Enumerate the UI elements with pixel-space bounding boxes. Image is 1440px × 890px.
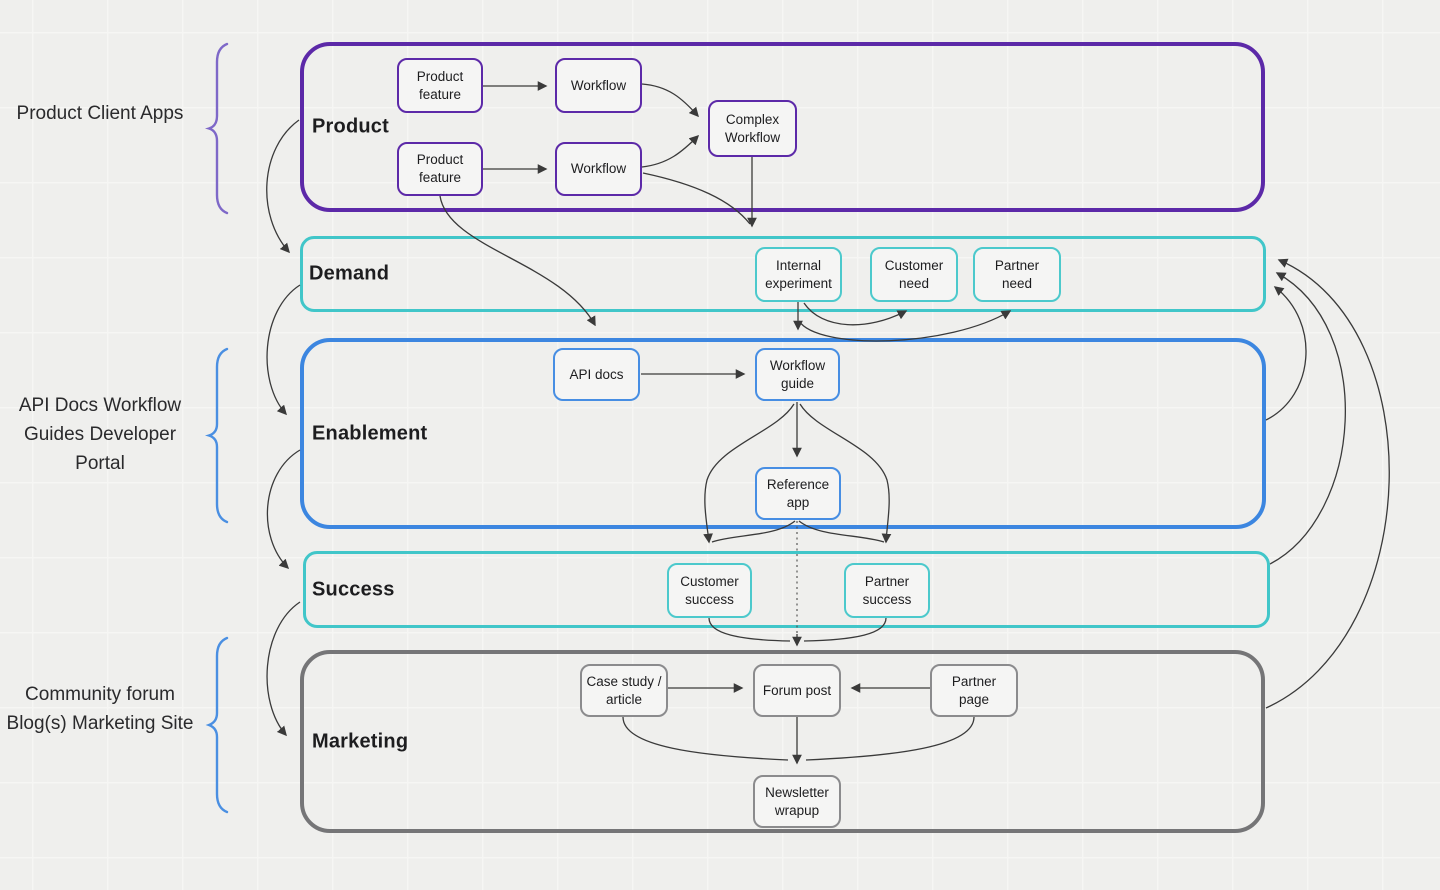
node-workflow-1: Workflow	[555, 58, 642, 113]
edge-case-study-newsletter	[622, 716, 789, 761]
node-label: article	[605, 691, 642, 707]
node-internal-experiment: Internal experiment	[755, 247, 842, 302]
node-label: feature	[418, 170, 462, 185]
node-partner-success: Partner success	[844, 563, 930, 618]
side-label-line: Developer Portal	[75, 424, 177, 474]
node-label: Internal	[775, 257, 822, 273]
node-label: Workflow	[570, 161, 627, 177]
node-label: Workflow	[570, 77, 627, 93]
side-label-line: API Docs	[18, 395, 99, 416]
node-label: Workflow	[769, 357, 826, 373]
node-label: Partner	[951, 673, 997, 689]
container-marketing-title: Marketing	[312, 730, 409, 752]
node-label: feature	[418, 86, 462, 102]
node-label: Complex	[725, 111, 780, 127]
node-label: need	[1001, 275, 1033, 291]
node-workflow-2: Workflow	[555, 142, 642, 196]
node-label: Partner	[864, 573, 910, 589]
edge-workflow2-complex-workflow	[641, 134, 700, 168]
node-label: app	[786, 494, 810, 510]
edge-to-partner-need	[798, 310, 1012, 342]
container-success: Success	[303, 551, 1270, 628]
container-success-title: Success	[312, 578, 395, 600]
edge-workflow1-complex-workflow	[641, 83, 699, 118]
node-label: Case study /	[586, 673, 662, 689]
side-label-line: Product	[16, 103, 83, 124]
edge-success-to-demand-right	[1269, 272, 1346, 565]
node-label: Reference	[766, 476, 830, 492]
edge-reference-app-partner-success	[798, 520, 885, 543]
node-customer-need: Customer need	[870, 247, 958, 302]
container-product-title: Product	[312, 115, 389, 138]
edge-enablement-to-success-left	[266, 449, 301, 570]
side-label-line: Workflow Guides	[23, 395, 182, 445]
edge-partner-success-merge	[803, 617, 887, 642]
node-label: success	[862, 591, 912, 607]
node-forum-post: Forum post	[753, 664, 841, 717]
edge-product-feature2-api-docs	[439, 195, 596, 327]
node-label: Forum post	[762, 682, 832, 698]
container-product: Product	[300, 42, 1265, 212]
node-label: experiment	[765, 275, 832, 291]
node-partner-need: Partner need	[973, 247, 1061, 302]
flow-arrows	[266, 81, 1390, 765]
node-label: Product	[416, 152, 464, 168]
side-label-community-marketing: Community forum Blog(s) Marketing Site	[0, 680, 200, 738]
node-complex-workflow: Complex Workflow	[708, 100, 797, 157]
node-product-feature-1: Product feature	[397, 58, 483, 113]
node-label: Newsletter	[765, 784, 829, 800]
container-enablement: Enablement	[300, 338, 1266, 529]
side-label-api-docs-portal: API Docs Workflow Guides Developer Porta…	[0, 391, 200, 478]
brace-community-marketing	[205, 636, 229, 814]
node-partner-page: Partner page	[930, 664, 1018, 717]
node-workflow-guide: Workflow guide	[755, 348, 840, 401]
node-newsletter-wrapup: Newsletter wrapup	[753, 775, 841, 828]
container-demand-title: Demand	[309, 262, 390, 285]
brace-api-docs-portal	[204, 347, 229, 524]
container-enablement-title: Enablement	[312, 422, 428, 444]
edge-success-to-marketing-left	[266, 601, 301, 737]
container-demand: Demand	[300, 236, 1266, 312]
edge-workflow-guide-customer-success	[703, 403, 795, 544]
node-label: need	[898, 275, 930, 291]
edge-customer-success-merge	[708, 617, 791, 642]
node-label: API docs	[569, 366, 624, 382]
node-product-feature-2: Product feature	[397, 142, 483, 196]
node-label: wrapup	[774, 802, 820, 818]
edge-partner-page-newsletter	[805, 716, 975, 761]
edge-reference-app-customer-success	[711, 520, 796, 543]
edge-workflow2-demand	[642, 172, 751, 225]
side-label-line: Blog(s)	[6, 713, 67, 734]
node-label: Customer	[680, 573, 739, 589]
node-reference-app: Reference app	[755, 467, 841, 520]
node-label: Customer	[884, 257, 944, 273]
brace-product-client-apps	[204, 42, 229, 215]
edge-product-to-demand-left	[266, 119, 300, 254]
edge-to-customer-need	[803, 302, 908, 326]
node-customer-success: Customer success	[667, 563, 752, 618]
node-label: success	[685, 591, 734, 607]
container-marketing: Marketing	[300, 650, 1265, 833]
side-label-line: Community forum	[25, 684, 175, 705]
node-label: Product	[416, 68, 464, 84]
edge-marketing-to-demand-right	[1265, 258, 1390, 709]
edge-workflow-guide-partner-success	[799, 403, 892, 544]
edge-enablement-to-demand-right	[1265, 286, 1307, 421]
side-label-line: Client Apps	[87, 103, 184, 124]
node-label: page	[958, 691, 990, 707]
side-label-product-client-apps: Product Client Apps	[0, 99, 200, 128]
node-label: Partner	[994, 257, 1040, 273]
node-api-docs: API docs	[553, 348, 640, 401]
node-label: Workflow	[724, 129, 781, 145]
edge-demand-to-enablement-left	[266, 284, 301, 416]
side-label-line: Marketing Site	[72, 713, 194, 734]
node-label: guide	[780, 375, 815, 391]
node-case-study-article: Case study / article	[580, 664, 668, 717]
